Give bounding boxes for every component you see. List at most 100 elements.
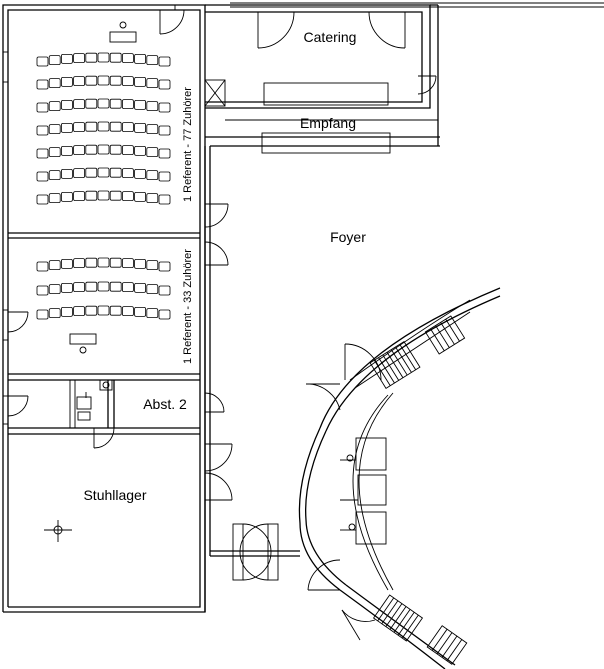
chair-room-a — [85, 52, 98, 63]
chair-room-b — [73, 282, 85, 293]
chair-room-a — [122, 122, 134, 132]
chair-room-a — [146, 101, 159, 111]
chair-room-a — [146, 78, 159, 88]
chair-room-a — [158, 102, 171, 113]
chair-room-a — [85, 98, 98, 109]
chair-room-a — [48, 193, 61, 204]
seating-room-a — [36, 52, 171, 205]
label-empfang: Empfang — [300, 115, 356, 131]
curved-wing — [298, 287, 501, 669]
chair-room-a — [85, 121, 98, 132]
partitions — [2, 51, 200, 435]
lectern-room-b — [69, 333, 97, 354]
chair-room-a — [146, 147, 159, 158]
chair-room-a — [61, 77, 73, 87]
chair-room-a — [61, 54, 73, 64]
chair-room-b — [134, 258, 147, 269]
label-foyer: Foyer — [330, 229, 366, 245]
chair-room-a — [134, 77, 147, 87]
chair-room-b — [158, 285, 171, 296]
chair-room-b — [36, 285, 49, 296]
chair-room-a — [61, 168, 73, 179]
chair-room-b — [73, 258, 85, 269]
chair-room-b — [158, 261, 171, 272]
chair-room-a — [36, 125, 49, 136]
chair-room-a — [158, 194, 171, 205]
chair-room-b — [48, 284, 61, 295]
chair-room-a — [61, 100, 73, 110]
chair-room-b — [48, 260, 61, 271]
chair-room-a — [134, 145, 147, 156]
chair-room-a — [97, 190, 110, 201]
chair-room-b — [122, 282, 134, 293]
chair-room-a — [48, 55, 61, 65]
chair-room-a — [109, 121, 122, 132]
caption-room-b: 1 Referent - 33 Zuhörer — [182, 249, 194, 364]
chair-room-a — [73, 53, 85, 63]
chair-room-a — [97, 52, 110, 63]
chair-room-a — [61, 191, 73, 202]
chair-room-a — [109, 190, 122, 201]
chair-room-a — [158, 171, 171, 182]
chair-room-a — [36, 79, 49, 90]
chair-room-b — [122, 258, 134, 269]
chair-room-b — [61, 258, 73, 269]
chair-room-a — [73, 122, 85, 132]
chair-room-a — [158, 148, 171, 159]
chair-room-b — [61, 282, 73, 293]
chair-room-b — [122, 306, 134, 317]
chair-room-a — [48, 78, 61, 88]
chair-room-a — [73, 168, 85, 179]
chair-room-a — [158, 79, 171, 90]
label-stuhllager: Stuhllager — [83, 487, 146, 503]
chair-room-a — [48, 124, 61, 134]
chair-room-b — [36, 309, 49, 320]
chair-room-b — [97, 305, 110, 316]
chair-room-b — [97, 281, 110, 292]
chair-room-b — [109, 305, 122, 316]
chair-room-a — [85, 144, 98, 155]
service-block — [204, 79, 438, 154]
chair-room-a — [97, 121, 110, 132]
chair-room-b — [146, 260, 159, 271]
chair-room-a — [122, 99, 134, 109]
chair-room-a — [122, 145, 134, 156]
chair-room-b — [134, 306, 147, 317]
chair-room-a — [134, 191, 147, 202]
chair-room-a — [146, 55, 159, 65]
chair-room-a — [97, 75, 110, 86]
stuhllager-marker — [44, 520, 72, 542]
chair-room-a — [109, 167, 122, 178]
chair-room-a — [122, 53, 134, 63]
wc-fixtures — [76, 379, 113, 421]
chair-room-b — [146, 284, 159, 295]
chair-room-b — [73, 306, 85, 317]
chair-room-a — [122, 76, 134, 86]
doors — [7, 5, 437, 581]
chair-room-b — [36, 261, 49, 272]
chair-room-a — [61, 145, 73, 156]
chair-room-a — [146, 170, 159, 181]
lectern-room-a — [109, 21, 137, 43]
chair-room-b — [61, 306, 73, 317]
chair-room-a — [146, 124, 159, 134]
chair-room-a — [36, 56, 49, 67]
chair-room-a — [134, 168, 147, 179]
chair-room-b — [97, 257, 110, 268]
chair-room-b — [146, 308, 159, 319]
label-abst2: Abst. 2 — [143, 396, 187, 412]
chair-room-b — [134, 282, 147, 293]
seating-room-b — [36, 257, 171, 320]
caption-room-a: 1 Referent - 77 Zuhörer — [182, 87, 194, 202]
chair-room-a — [85, 190, 98, 201]
chair-room-a — [48, 147, 61, 158]
chair-room-a — [73, 76, 85, 86]
chair-room-a — [73, 145, 85, 156]
chair-room-a — [122, 168, 134, 179]
room-labels: Catering Empfang Foyer Abst. 2 Stuhllage… — [83, 29, 366, 503]
chair-room-a — [36, 171, 49, 182]
chair-room-b — [158, 309, 171, 320]
chair-room-a — [36, 148, 49, 159]
chair-room-b — [85, 281, 98, 292]
chair-room-a — [158, 125, 171, 136]
